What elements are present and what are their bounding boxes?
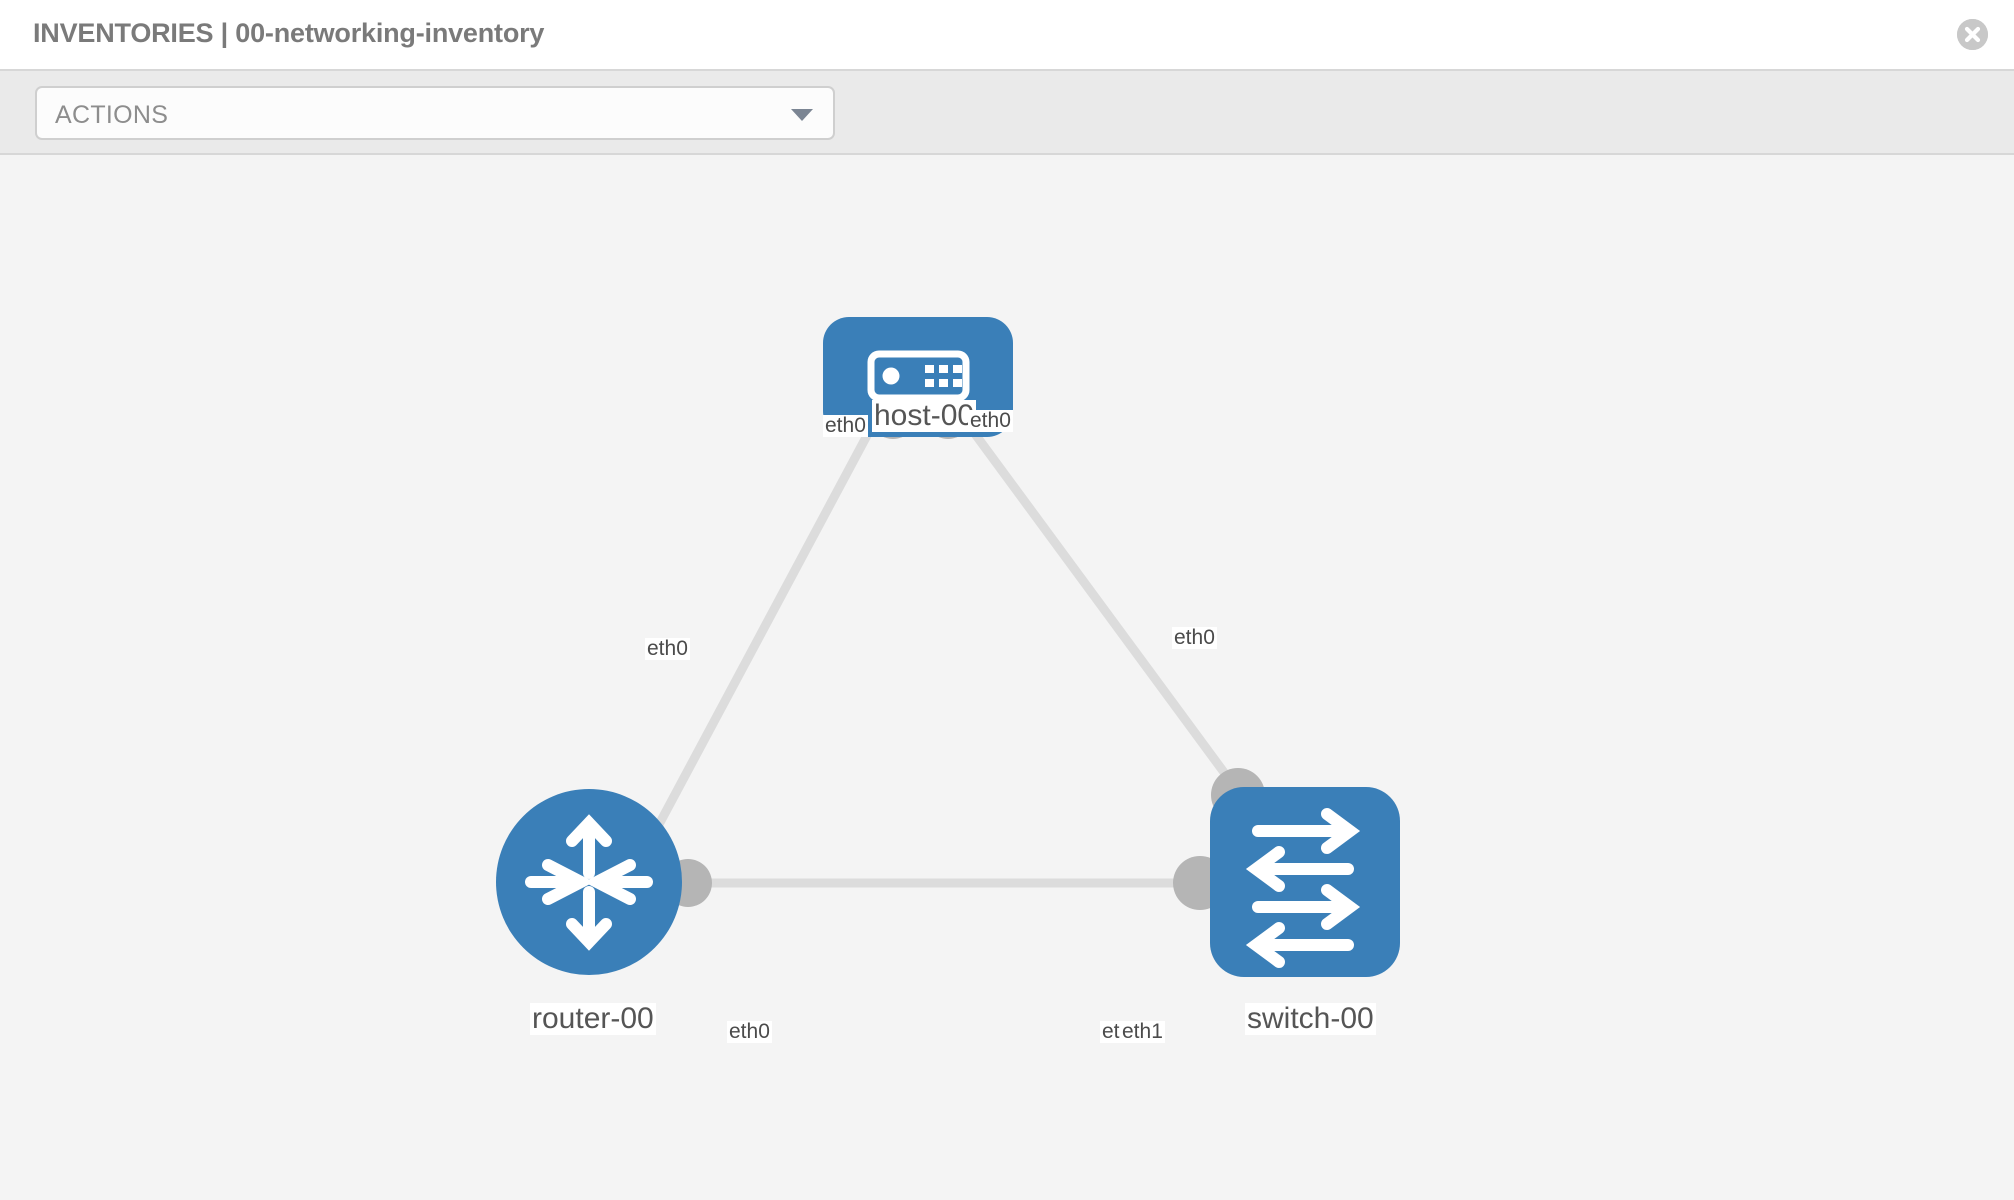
topology-graph bbox=[496, 317, 1400, 977]
node-label-host-00: host-00 bbox=[872, 399, 977, 432]
edge-label-router-up-eth0: eth0 bbox=[645, 637, 690, 661]
edge-label-switch-up-eth0: eth0 bbox=[1172, 626, 1217, 650]
edge-label-switch-left-eth1: eth1 bbox=[1120, 1020, 1165, 1044]
edge-host-router[interactable] bbox=[644, 397, 890, 848]
server-icon bbox=[867, 350, 970, 402]
close-icon-glyph bbox=[1957, 19, 1988, 50]
edge-label-host-right-eth0: eth0 bbox=[968, 409, 1013, 433]
page-title: INVENTORIES | 00-networking-inventory bbox=[33, 18, 545, 48]
router-arrows-icon bbox=[525, 814, 653, 951]
node-router-00[interactable] bbox=[496, 789, 682, 975]
node-label-switch-00: switch-00 bbox=[1245, 1002, 1376, 1035]
page-header: INVENTORIES | 00-networking-inventory bbox=[0, 0, 2014, 69]
node-switch-00[interactable] bbox=[1210, 787, 1400, 977]
toolbar: ACTIONS SEARCH bbox=[0, 69, 2014, 209]
edge-label-host-left-eth0: eth0 bbox=[823, 414, 868, 438]
close-icon[interactable] bbox=[1957, 19, 1988, 50]
node-label-router-00: router-00 bbox=[530, 1002, 656, 1035]
chevron-down-icon bbox=[791, 109, 813, 121]
topology-canvas[interactable]: host-00 router-00 switch-00 eth0 eth0 et… bbox=[0, 155, 2014, 1200]
edge-label-router-right-eth0: eth0 bbox=[727, 1020, 772, 1044]
actions-dropdown[interactable]: ACTIONS bbox=[35, 86, 835, 140]
switch-arrows-icon bbox=[1245, 808, 1361, 968]
edge-host-switch[interactable] bbox=[946, 397, 1241, 793]
actions-dropdown-label: ACTIONS bbox=[55, 101, 169, 129]
